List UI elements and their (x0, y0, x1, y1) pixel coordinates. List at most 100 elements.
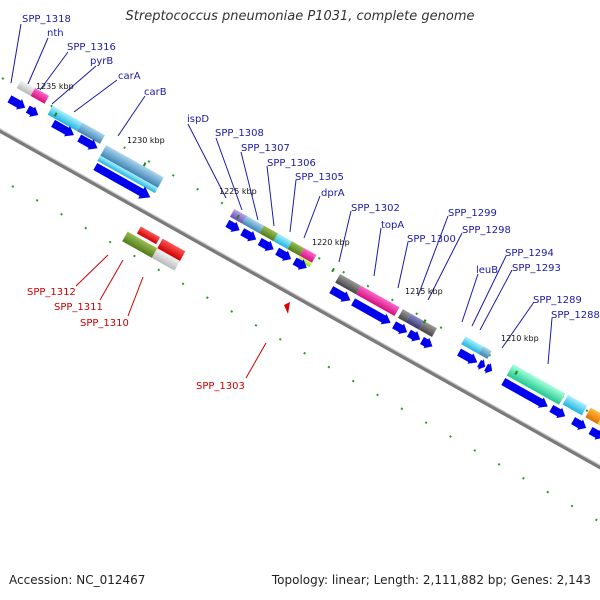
gene-label-dpra[interactable]: dprA (321, 188, 345, 199)
gene-box[interactable] (405, 313, 424, 330)
gene-box[interactable] (157, 238, 186, 261)
cds-arrow[interactable] (570, 415, 589, 433)
cds-arrow[interactable] (350, 297, 393, 328)
gene-label-spp-1298[interactable]: SPP_1298 (462, 225, 511, 236)
gene-label-ispd[interactable]: ispD (187, 114, 209, 125)
gene-box[interactable] (100, 145, 164, 188)
gene-label-topa[interactable]: topA (381, 220, 404, 231)
gene-label-spp-1308[interactable]: SPP_1308 (215, 128, 264, 139)
tick-mark (53, 112, 58, 117)
cds-arrow[interactable] (548, 403, 568, 421)
gene-label-carb[interactable]: carB (144, 87, 167, 98)
gene-box[interactable] (461, 336, 484, 354)
gene-box[interactable] (418, 320, 437, 337)
gene-label-spp-1289[interactable]: SPP_1289 (533, 295, 582, 306)
gene-box[interactable] (147, 232, 161, 245)
gene-label-spp-1306[interactable]: SPP_1306 (267, 158, 316, 169)
gene-box[interactable] (47, 105, 83, 132)
gene-box[interactable] (562, 394, 588, 416)
cds-arrow[interactable] (7, 94, 29, 113)
cds-arrow[interactable] (224, 218, 242, 235)
gene-box[interactable] (77, 122, 105, 144)
cds-arrow[interactable] (483, 362, 495, 376)
cds-arrow[interactable] (292, 256, 310, 273)
cds-arrow[interactable] (257, 236, 277, 254)
lower-guide-dots (11, 185, 600, 523)
gene-label-spp-1307[interactable]: SPP_1307 (241, 143, 290, 154)
tick-mark (142, 162, 147, 167)
cds-arrow[interactable] (500, 376, 550, 411)
gene-label-spp-1300[interactable]: SPP_1300 (407, 234, 456, 245)
cds-arrow[interactable] (456, 347, 480, 368)
gene-label-spp-1288[interactable]: SPP_1288 (551, 310, 600, 321)
cds-arrow[interactable] (588, 425, 600, 443)
cds-arrow[interactable] (50, 118, 77, 140)
gene-box[interactable] (585, 407, 600, 425)
forward-label-leaders (10, 23, 553, 365)
gene-label-spp-1316[interactable]: SPP_1316 (67, 42, 116, 53)
genome-axis-highlight (0, 128, 600, 466)
cds-arrow[interactable] (274, 246, 294, 264)
cds-arrow[interactable] (92, 160, 154, 203)
tick-labels: 1235 kbp 1230 kbp 1225 kbp 1220 kbp 1215… (36, 82, 539, 343)
tick-mark (422, 319, 427, 324)
gene-box[interactable] (273, 233, 292, 250)
cds-arrow[interactable] (476, 358, 488, 372)
gene-box[interactable] (478, 346, 492, 359)
gene-box[interactable] (16, 80, 36, 96)
gene-box[interactable] (356, 285, 400, 316)
forward-cds-arrows (7, 94, 600, 443)
gene-box[interactable] (151, 248, 180, 271)
cds-arrow[interactable] (328, 284, 353, 305)
gene-label-spp-1311[interactable]: SPP_1311 (54, 302, 103, 313)
tick-label-1220: 1220 kbp (312, 238, 350, 247)
gene-box[interactable] (30, 88, 49, 104)
gene-label-spp-1293[interactable]: SPP_1293 (512, 263, 561, 274)
cds-arrow[interactable] (391, 320, 410, 338)
cds-arrow[interactable] (76, 133, 100, 154)
gene-label-spp-1302[interactable]: SPP_1302 (351, 203, 400, 214)
gene-box[interactable] (97, 155, 158, 194)
genome-stats-text: Topology: linear; Length: 2,111,882 bp; … (271, 573, 591, 587)
gene-label-cara[interactable]: carA (118, 71, 141, 82)
tick-label-1225: 1225 kbp (219, 187, 257, 196)
gene-box[interactable] (259, 225, 278, 242)
gene-box[interactable] (506, 364, 566, 405)
gene-box[interactable] (287, 241, 305, 256)
forward-gene-labels: SPP_1318 nth SPP_1316 pyrB carA carB isp… (22, 14, 600, 321)
cds-arrow[interactable] (406, 328, 423, 345)
feature-track (7, 80, 600, 443)
cds-arrow[interactable] (239, 226, 259, 244)
accession-text: Accession: NC_012467 (9, 573, 146, 587)
gene-label-spp-1305[interactable]: SPP_1305 (295, 172, 344, 183)
position-ticks (53, 112, 519, 375)
gene-box[interactable] (397, 309, 411, 323)
cds-arrow[interactable] (419, 335, 435, 351)
gene-label-spp-1318[interactable]: SPP_1318 (22, 14, 71, 25)
gene-box[interactable] (297, 255, 312, 268)
gene-label-spp-1294[interactable]: SPP_1294 (505, 248, 554, 259)
gene-box[interactable] (335, 273, 361, 295)
gene-label-spp-1312[interactable]: SPP_1312 (27, 287, 76, 298)
tick-label-1210: 1210 kbp (501, 334, 539, 343)
gene-box[interactable] (136, 226, 152, 240)
tick-label-1215: 1215 kbp (405, 287, 443, 296)
gene-label-pyrb[interactable]: pyrB (90, 56, 113, 67)
cds-arrow[interactable] (25, 104, 41, 120)
map-title: Streptococcus pneumoniae P1031, complete… (125, 9, 475, 24)
reverse-gene-boxes (122, 226, 186, 271)
gene-label-spp-1299[interactable]: SPP_1299 (448, 208, 497, 219)
gene-label-nth[interactable]: nth (47, 28, 64, 39)
reverse-label-leaders (75, 254, 267, 379)
tick-label-1235: 1235 kbp (36, 82, 74, 91)
tick-mark (514, 370, 519, 375)
gene-label-spp-1303[interactable]: SPP_1303 (196, 381, 245, 392)
gene-box[interactable] (242, 215, 265, 234)
gene-label-leub[interactable]: leuB (476, 265, 498, 276)
gene-box[interactable] (122, 231, 158, 258)
gene-label-spp-1310[interactable]: SPP_1310 (80, 318, 129, 329)
gene-box[interactable] (299, 248, 317, 263)
reverse-gene-labels: SPP_1312 SPP_1311 SPP_1310 SPP_1303 (27, 287, 245, 392)
